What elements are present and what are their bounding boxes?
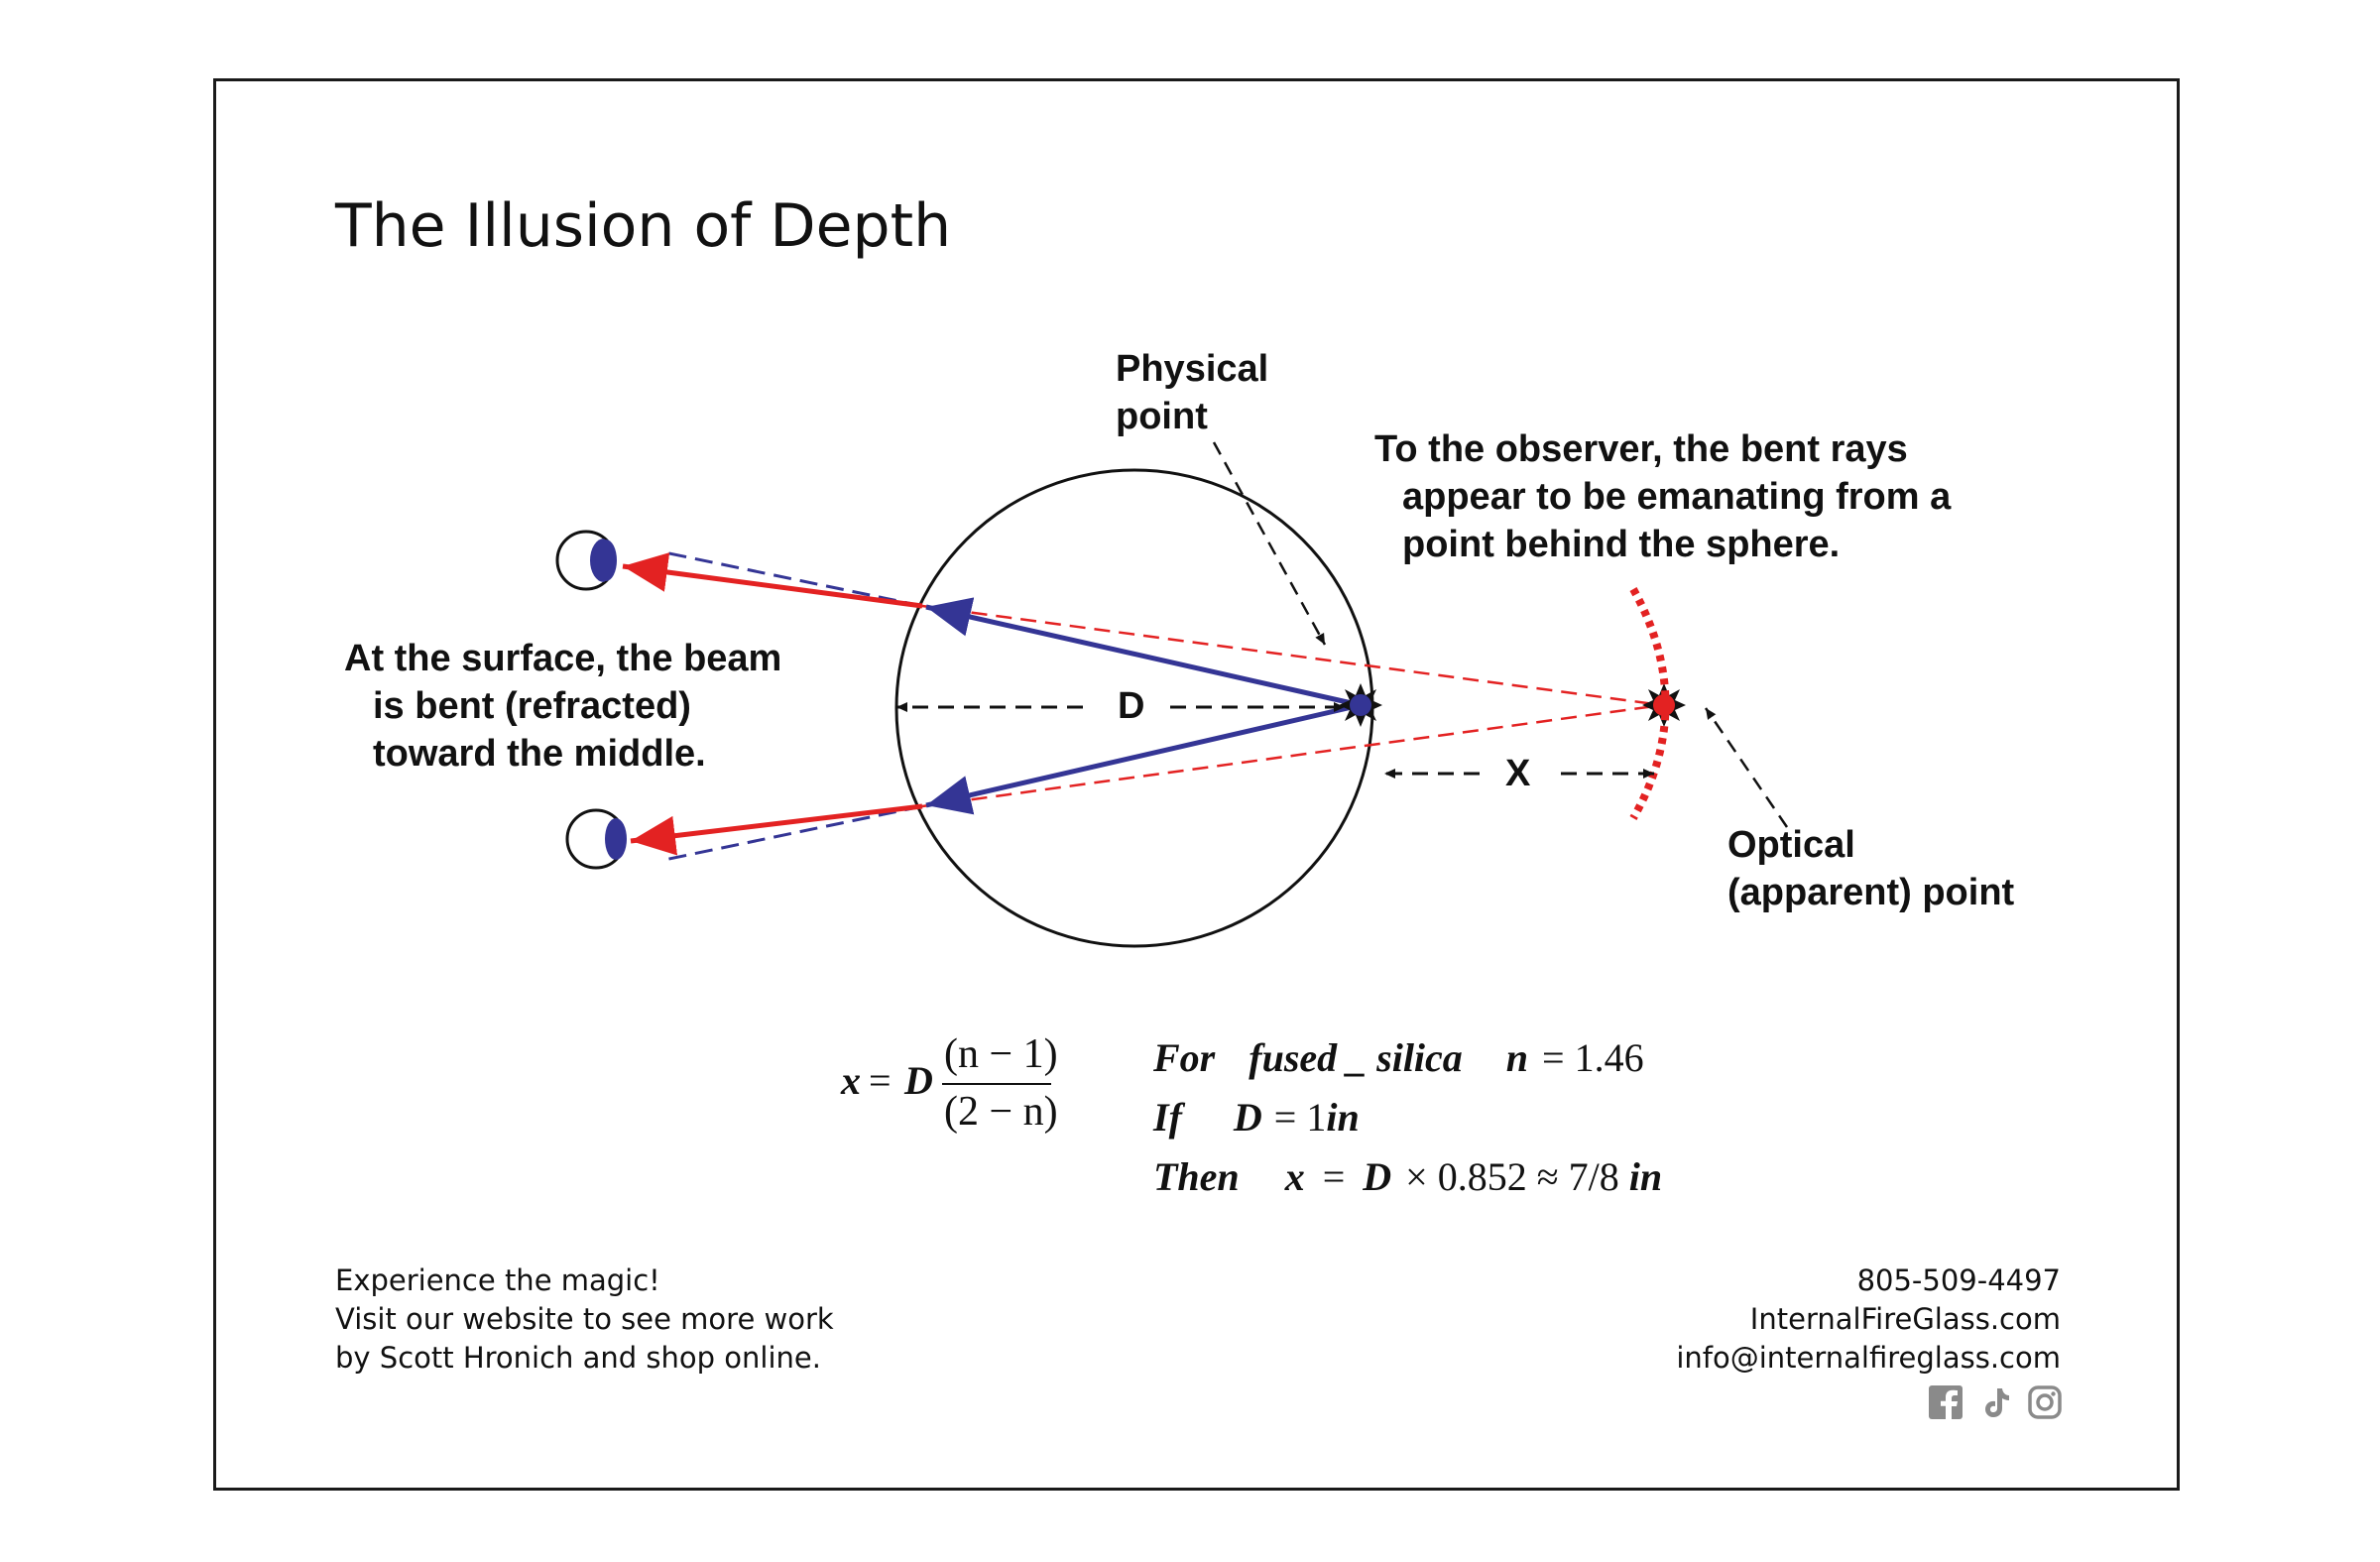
footer-left-line: by Scott Hronich and shop online. bbox=[335, 1341, 821, 1375]
then-var: x bbox=[1284, 1154, 1305, 1199]
refracted-ray-lower bbox=[630, 803, 923, 856]
physical-point-label-line: Physical bbox=[1116, 348, 1269, 390]
surface-note-line: toward the middle. bbox=[373, 733, 706, 775]
footer-left-line: Experience the magic! bbox=[335, 1263, 660, 1297]
eye-icon-upper bbox=[555, 530, 617, 591]
diameter-label: D bbox=[1118, 685, 1145, 727]
then-word: Then bbox=[1153, 1154, 1240, 1199]
formula-then-line: Then x = D × 0.852 ≈ 7/8 in bbox=[1153, 1157, 1662, 1197]
surface-note-line: is bent (refracted) bbox=[373, 685, 691, 727]
then-eq: = bbox=[1322, 1154, 1346, 1199]
virtual-ray-lower bbox=[921, 703, 1663, 808]
if-unit: in bbox=[1326, 1095, 1360, 1140]
footer-left: Experience the magic! Visit our website … bbox=[335, 1262, 834, 1378]
optical-point-pointer bbox=[1704, 707, 1789, 828]
virtual-ray-upper bbox=[921, 604, 1663, 707]
then-d: D bbox=[1363, 1154, 1392, 1199]
surface-note: At the surface, the beam is bent (refrac… bbox=[344, 635, 781, 778]
for-var: n bbox=[1505, 1035, 1529, 1080]
observer-note-line: point behind the sphere. bbox=[1402, 524, 1841, 565]
then-rest: × 0.852 ≈ 7/8 bbox=[1405, 1154, 1619, 1199]
page-frame bbox=[213, 78, 2180, 1491]
surface-note-line: At the surface, the beam bbox=[344, 638, 782, 679]
then-unit: in bbox=[1628, 1154, 1663, 1199]
footer-left-line: Visit our website to see more work bbox=[335, 1302, 834, 1336]
offset-label: X bbox=[1505, 753, 1531, 794]
footer-website-link[interactable]: InternalFireGlass.com bbox=[1749, 1302, 2061, 1336]
optical-point-label-line: Optical bbox=[1727, 824, 1855, 866]
social-icons bbox=[1928, 1384, 2063, 1420]
undeviated-ray-lower bbox=[663, 804, 923, 862]
physical-point-label: Physical point bbox=[1116, 345, 1268, 440]
formula-denominator: (2 − n) bbox=[944, 1089, 1058, 1135]
observer-note-line: appear to be emanating from a bbox=[1402, 476, 1952, 518]
physical-point-label-line: point bbox=[1116, 396, 1208, 437]
footer-right: 805-509-4497 InternalFireGlass.com info@… bbox=[1676, 1262, 2061, 1378]
observer-note-line: To the observer, the bent rays bbox=[1374, 428, 1908, 470]
physical-point-star-icon bbox=[1339, 683, 1382, 727]
footer-email-link[interactable]: info@internalfireglass.com bbox=[1676, 1341, 2061, 1375]
optical-point-label: Optical (apparent) point bbox=[1727, 821, 2014, 916]
formula-numerator: (n − 1) bbox=[944, 1031, 1058, 1077]
page-title: The Illusion of Depth bbox=[335, 191, 952, 261]
if-word: If bbox=[1153, 1095, 1182, 1140]
main-formula: x = D (n − 1) (2 − n) bbox=[841, 1033, 1069, 1142]
for-word: For bbox=[1153, 1035, 1216, 1080]
formula-for-line: For fused _ silica n = 1.46 bbox=[1153, 1038, 1644, 1078]
for-material: fused _ silica bbox=[1249, 1035, 1463, 1080]
if-var: D bbox=[1233, 1095, 1262, 1140]
for-val: = 1.46 bbox=[1542, 1035, 1644, 1080]
formula-fraction-bar bbox=[942, 1083, 1051, 1085]
physical-point-pointer bbox=[1212, 441, 1327, 646]
undeviated-ray-upper bbox=[663, 550, 923, 608]
optical-point-label-line: (apparent) point bbox=[1727, 872, 2015, 913]
observer-note: To the observer, the bent rays appear to… bbox=[1374, 425, 1951, 568]
formula-if-line: If D = 1in bbox=[1153, 1098, 1360, 1138]
tiktok-icon[interactable] bbox=[1977, 1384, 2013, 1420]
internal-ray-lower bbox=[925, 702, 1362, 815]
formula-d: D bbox=[904, 1058, 933, 1103]
formula-lhs: x bbox=[841, 1058, 861, 1103]
facebook-icon[interactable] bbox=[1928, 1384, 1964, 1420]
refracted-ray-upper bbox=[622, 552, 923, 609]
footer-phone[interactable]: 805-509-4497 bbox=[1856, 1263, 2061, 1297]
internal-ray-upper bbox=[925, 597, 1362, 708]
formula-eq: = bbox=[869, 1058, 892, 1103]
eye-icon-lower bbox=[565, 808, 627, 870]
apparent-surface-arc bbox=[1629, 587, 1670, 820]
instagram-icon[interactable] bbox=[2027, 1384, 2063, 1420]
if-val: = 1 bbox=[1273, 1095, 1327, 1140]
